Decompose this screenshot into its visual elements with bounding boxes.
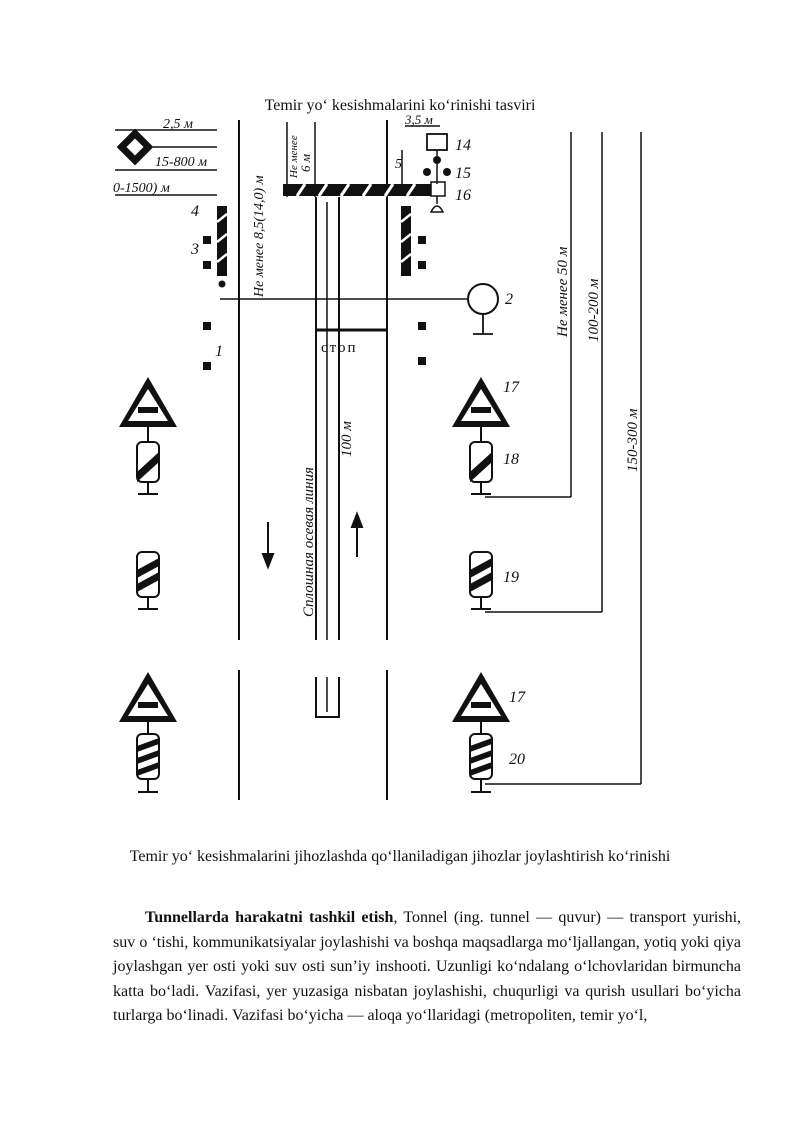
warning-triangle-icon-left-1 bbox=[119, 377, 177, 427]
warning-triangle-icon-left-2 bbox=[119, 672, 177, 722]
marker-post-19-left bbox=[136, 551, 160, 610]
label-150-300: 150-300 м bbox=[625, 408, 641, 472]
label-n16: 16 bbox=[455, 187, 471, 204]
marker-post-20-right bbox=[469, 722, 493, 793]
axis-line-lower bbox=[315, 677, 340, 718]
paragraph-lead: Tunnellarda harakatni tashkil etish bbox=[145, 909, 394, 926]
label-n19: 19 bbox=[503, 569, 519, 586]
warning-triangle-icon-right-1 bbox=[452, 377, 510, 427]
sign-2-icon bbox=[467, 283, 499, 315]
label-n17-top: 17 bbox=[503, 379, 520, 396]
label-axis-line: Сплошная осевая линия bbox=[301, 467, 317, 617]
label-n3: 3 bbox=[190, 241, 199, 258]
label-n14: 14 bbox=[455, 137, 471, 154]
label-n20: 20 bbox=[509, 751, 525, 768]
label-100: 100 м bbox=[339, 421, 355, 457]
label-stop: стоп bbox=[321, 340, 358, 356]
bell-icon bbox=[429, 205, 445, 213]
label-6: 6 м bbox=[298, 154, 313, 172]
label-n17-bottom: 17 bbox=[509, 689, 526, 706]
figure-caption: Temir yo‘ kesishmalarini jihozlashda qo‘… bbox=[129, 848, 671, 865]
barrier-post-right bbox=[401, 206, 411, 276]
marker-post-18-right bbox=[469, 427, 493, 495]
paragraph-text: , Tonnel (ing. tunnel — quvur) — transpo… bbox=[113, 909, 742, 1024]
label-n18: 18 bbox=[503, 451, 519, 468]
marker-post-19-right bbox=[469, 551, 493, 610]
label-not-less: Не менее bbox=[288, 135, 300, 179]
marker-post-18-left bbox=[136, 427, 160, 495]
label-100-200: 100-200 м bbox=[586, 278, 602, 342]
figure-title: Temir yo‘ kesishmalarini ko‘rinishi tasv… bbox=[264, 97, 536, 114]
label-n4: 4 bbox=[191, 203, 199, 220]
label-2-5: 2,5 м bbox=[163, 117, 193, 132]
label-n2: 2 bbox=[505, 291, 513, 308]
sign-14-icon bbox=[426, 133, 448, 151]
light-15-icon bbox=[433, 156, 441, 164]
label-not-less-50: Не менее 50 м bbox=[555, 246, 571, 338]
label-15-800: 15-800 м bbox=[155, 155, 207, 170]
body-paragraph: Tunnellarda harakatni tashkil etish, Ton… bbox=[113, 906, 741, 1029]
warning-triangle-icon-right-2 bbox=[452, 672, 510, 722]
label-5: 5 bbox=[395, 157, 402, 172]
barrier-post-left bbox=[217, 206, 227, 276]
priority-diamond-icon bbox=[116, 128, 217, 166]
label-n15: 15 bbox=[455, 165, 471, 182]
railway-crossing-diagram: 2,5 м 15-800 м 0-1500) м 3,5 м 5 Не мене… bbox=[113, 112, 642, 800]
label-not-less-8-5: Не менее 8,5(14,0) м bbox=[252, 175, 267, 298]
label-n1: 1 bbox=[215, 343, 223, 360]
marker-post-20-left bbox=[136, 722, 160, 793]
label-0-1500: 0-1500) м bbox=[113, 181, 170, 196]
label-3-5: 3,5 м bbox=[404, 112, 433, 127]
